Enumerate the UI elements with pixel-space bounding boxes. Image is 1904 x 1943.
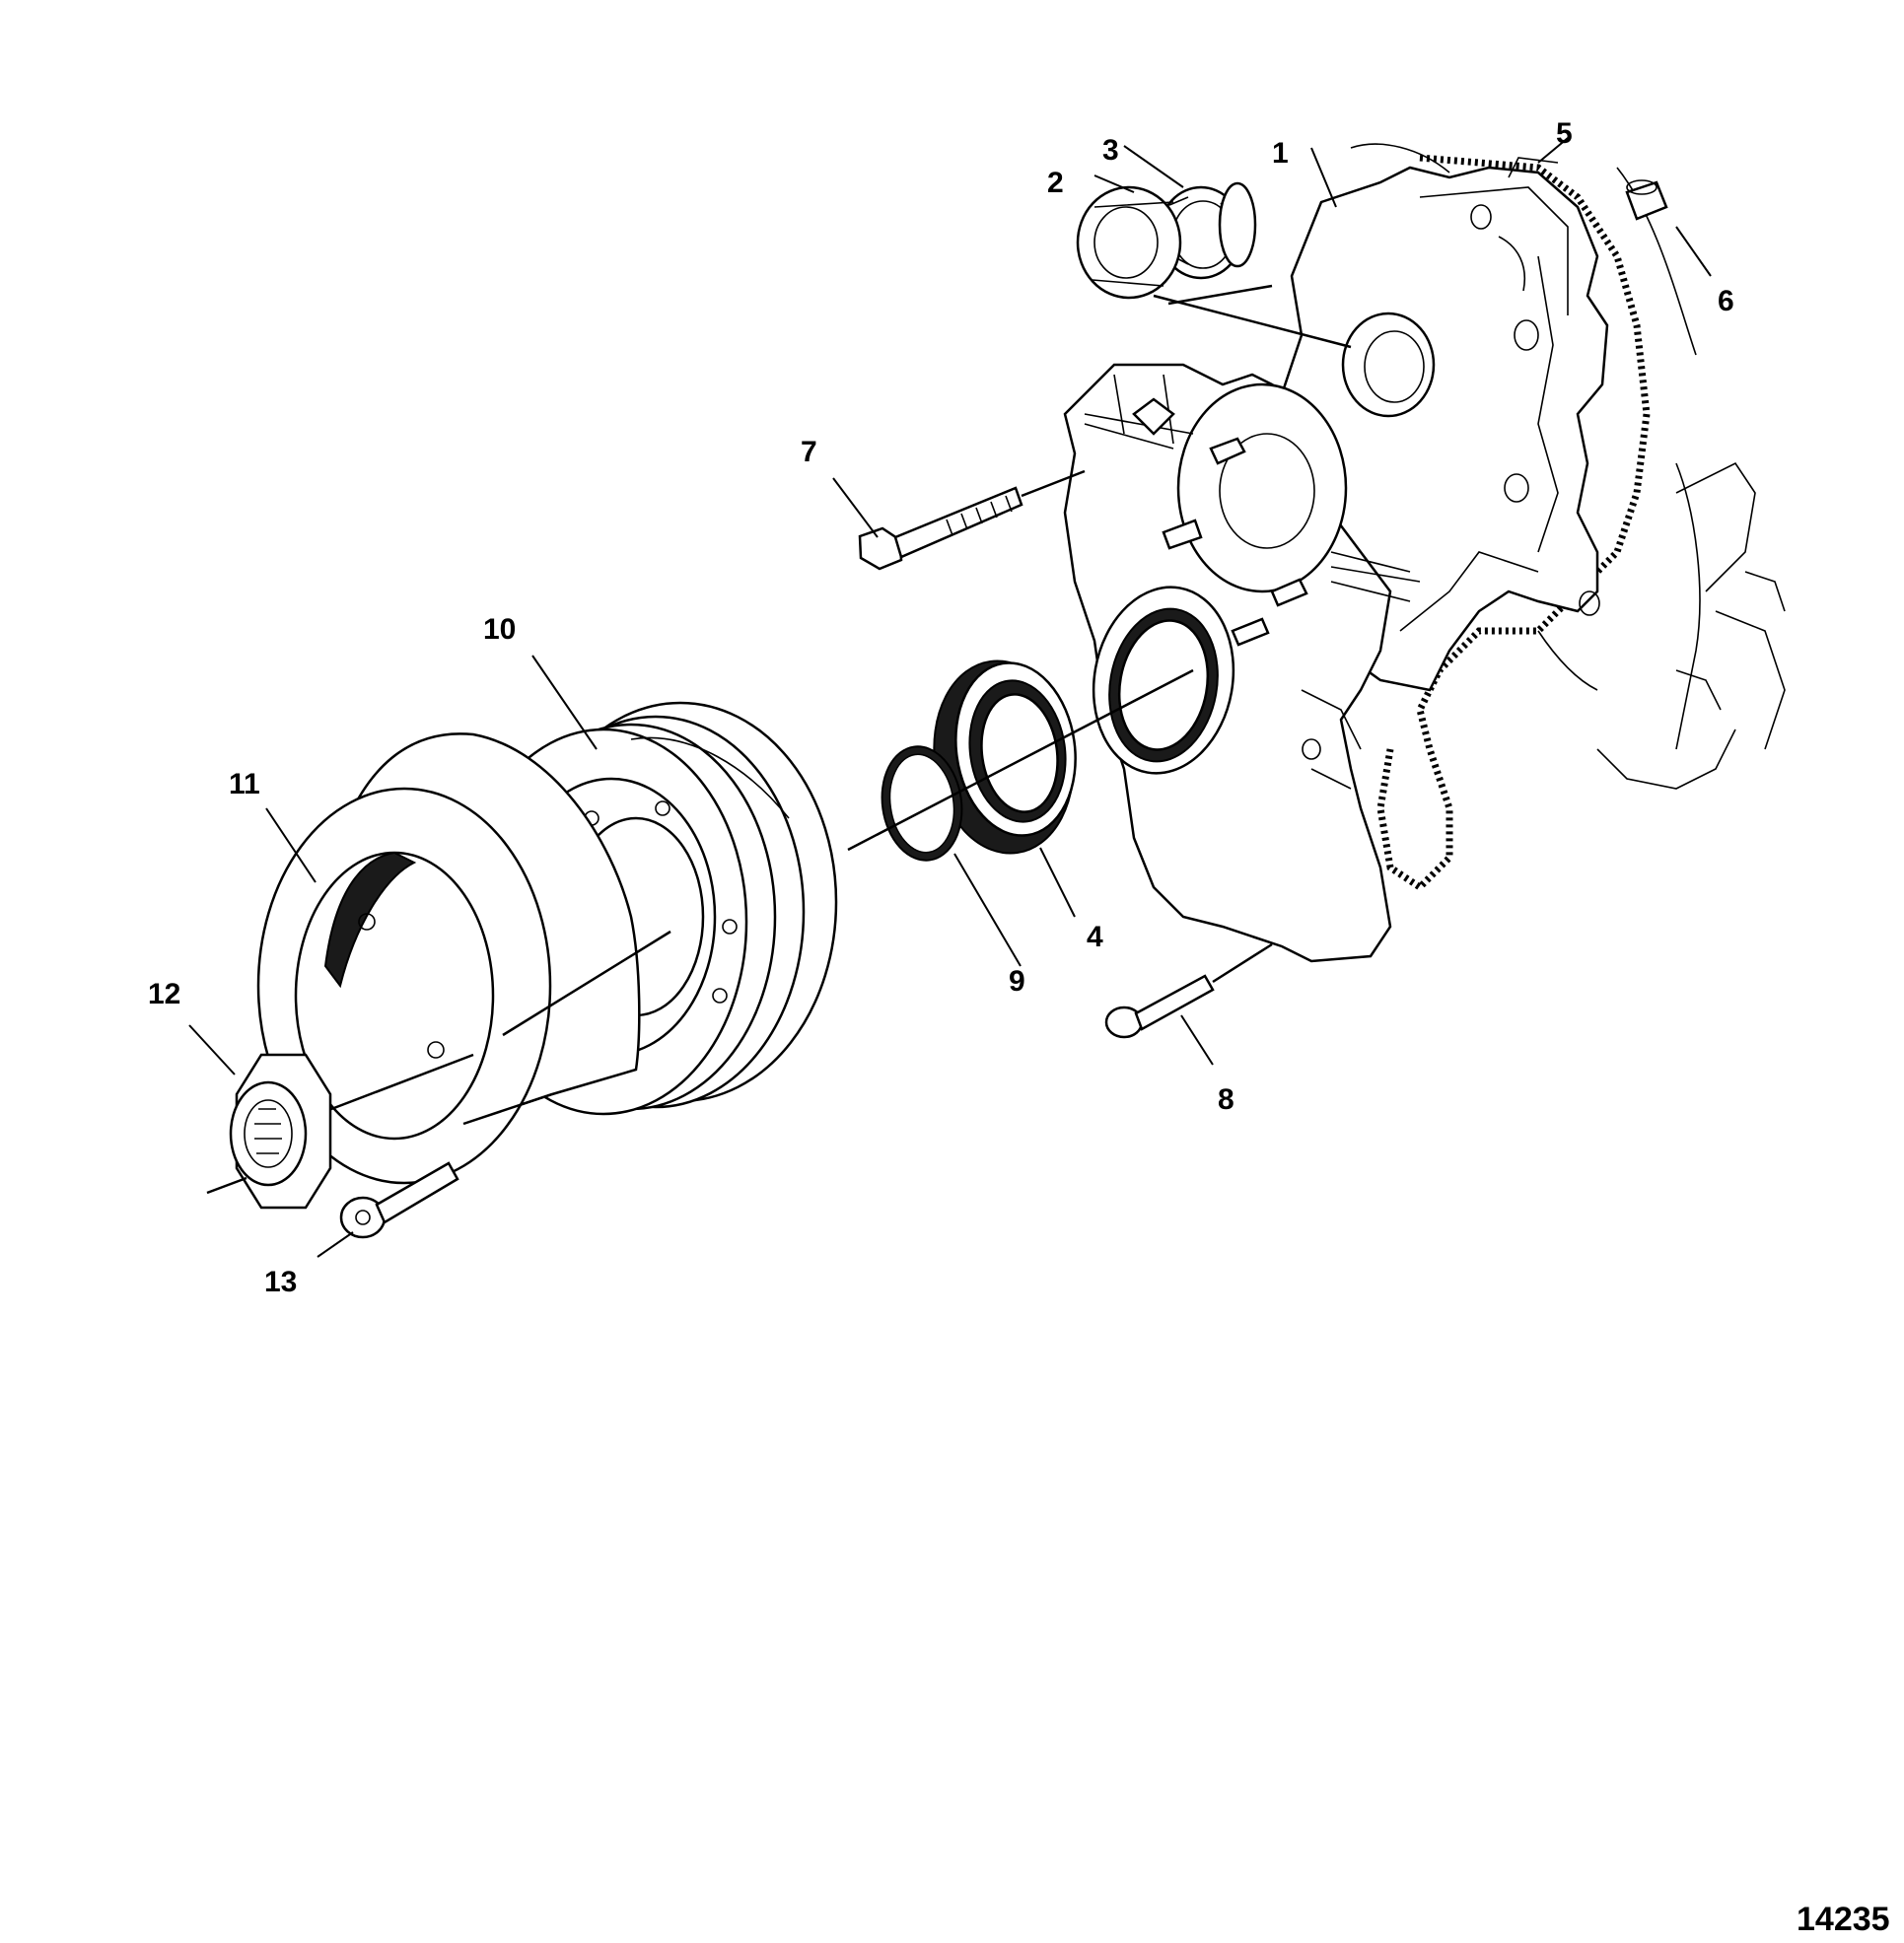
crankshaft-seal [933,659,1077,855]
leader-lines [188,137,1712,1258]
callout-8: 8 [1218,1083,1234,1116]
crank-axis [847,668,1194,852]
callout-5: 5 [1556,117,1573,150]
harmonic-balancer [256,732,641,1185]
bolt-lower-axis [1212,942,1273,984]
engine-block [1350,143,1786,790]
pulley-axis [502,930,671,1037]
callout-12: 12 [148,978,180,1010]
bolt-lower [1104,974,1215,1039]
bolt-upper-axis [1021,469,1086,498]
callout-6: 6 [1718,285,1734,317]
nut-axis [206,1176,247,1195]
crank-nut [229,1053,332,1210]
callout-3: 3 [1102,134,1119,167]
dowel-pin [1625,179,1668,221]
figure-number: 14235 [1797,1901,1890,1938]
bolt-upper [858,486,1023,571]
cover-gasket [1376,154,1651,892]
filler-cap-axis-2 [1167,284,1273,306]
balancer-bolt [339,1161,459,1239]
front-cover-plate [1063,363,1421,963]
callout-13: 13 [264,1266,297,1298]
callouts: 1 2 3 4 5 6 7 8 9 10 11 12 13 [148,117,1734,1298]
callout-11: 11 [229,768,260,800]
callout-1: 1 [1272,137,1289,170]
callout-2: 2 [1047,167,1064,199]
callout-4: 4 [1087,921,1103,953]
filler-cap-axis [1153,294,1352,349]
oil-filler-cap [1076,185,1244,300]
callout-9: 9 [1009,965,1025,998]
callout-10: 10 [483,613,516,646]
o-ring [881,745,963,862]
balancer-axis [305,1053,474,1121]
filler-cap-seal [1218,181,1257,268]
callout-7: 7 [801,436,817,468]
